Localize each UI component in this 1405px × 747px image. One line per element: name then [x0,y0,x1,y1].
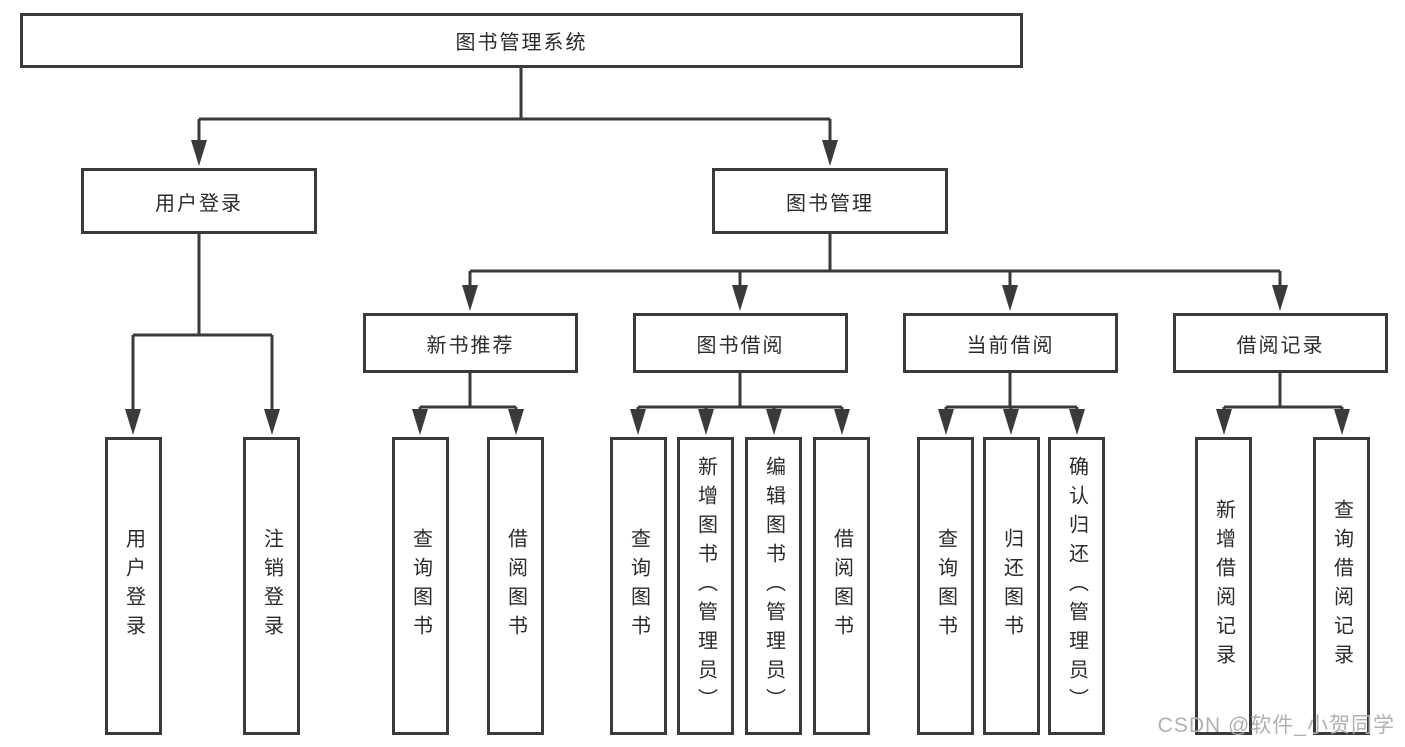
node-root: 图书管理系统 [20,13,1023,68]
leaf-bb-query-book: 查询图书 [610,437,667,735]
leaf-cb-query-book-label: 查询图书 [934,528,957,644]
leaf-cb-return-book-label: 归还图书 [1000,528,1023,644]
arrowhead-current-borrow [1002,285,1018,311]
leaf-rec-query-book-label: 查询图书 [409,528,432,644]
arrowhead-user-login [191,140,207,166]
arrowhead-new-book-rec [462,285,478,311]
leaf-rec-borrow-book: 借阅图书 [487,437,544,735]
leaf-cb-query-book: 查询图书 [917,437,974,735]
leaf-cb-confirm-return-label: 确认归还（管理员） [1065,455,1088,717]
leaf-bb-add-book: 新增图书（管理员） [677,437,734,735]
leaf-bb-borrow-book-label: 借阅图书 [830,528,853,644]
leaf-br-add-record: 新增借阅记录 [1195,437,1252,735]
arrowhead-cb-confirm-return [1069,409,1085,435]
node-new-book-recommend-label: 新书推荐 [426,334,515,357]
leaf-bb-borrow-book: 借阅图书 [813,437,870,735]
connector-newbookrec-to-leaves [418,373,518,414]
arrowhead-book-mgmt [822,140,838,166]
node-current-borrow: 当前借阅 [903,313,1118,373]
leaf-br-query-record: 查询借阅记录 [1313,437,1370,735]
leaf-bb-add-book-label: 新增图书（管理员） [694,455,717,717]
arrowhead-book-borrow [732,285,748,311]
leaf-rec-borrow-book-label: 借阅图书 [504,528,527,644]
connector-userlogin-to-leaves [131,234,274,415]
node-book-management-label: 图书管理 [786,192,874,215]
connector-root-to-level2 [197,66,832,146]
arrowhead-cb-query-book [938,409,954,435]
node-borrow-records: 借阅记录 [1173,313,1388,373]
node-current-borrow-label: 当前借阅 [966,334,1055,357]
leaf-user-login-label: 用户登录 [122,528,145,644]
node-book-borrow: 图书借阅 [633,313,848,373]
arrowhead-borrow-records [1272,285,1288,311]
node-user-login: 用户登录 [81,168,317,234]
watermark: CSDN @软件_小贺同学 [1157,714,1395,737]
node-new-book-recommend: 新书推荐 [363,313,578,373]
connector-borrowrecords-to-leaves [1222,373,1344,414]
leaf-bb-edit-book: 编辑图书（管理员） [745,437,802,735]
leaf-user-login: 用户登录 [105,437,162,735]
connector-bookmgmt-to-level3 [468,234,1282,292]
leaf-logout-label: 注销登录 [260,528,283,644]
arrowhead-rec-borrow-book [508,409,524,435]
arrowhead-br-add-record [1216,409,1232,435]
connector-currentborrow-to-leaves [944,373,1079,414]
leaf-cb-confirm-return: 确认归还（管理员） [1048,437,1105,735]
arrowhead-leaf-logout [264,409,280,435]
node-book-management: 图书管理 [712,168,948,234]
arrowhead-leaf-user-login [125,409,141,435]
leaf-br-query-record-label: 查询借阅记录 [1330,499,1353,673]
connector-bookborrow-to-leaves [636,373,844,414]
arrowhead-br-query-record [1334,409,1350,435]
leaf-rec-query-book: 查询图书 [392,437,449,735]
arrowhead-cb-return-book [1003,409,1019,435]
node-book-borrow-label: 图书借阅 [696,334,785,357]
node-borrow-records-label: 借阅记录 [1236,334,1325,357]
node-root-label: 图书管理系统 [455,32,588,54]
arrowhead-bb-edit-book [766,409,782,435]
arrowhead-bb-query-book [630,409,646,435]
arrowhead-rec-query-book [412,409,428,435]
leaf-logout: 注销登录 [243,437,300,735]
arrowhead-bb-add-book [698,409,714,435]
arrowhead-bb-borrow-book [834,409,850,435]
leaf-br-add-record-label: 新增借阅记录 [1212,499,1235,673]
leaf-bb-query-book-label: 查询图书 [627,528,650,644]
leaf-bb-edit-book-label: 编辑图书（管理员） [762,455,785,717]
leaf-cb-return-book: 归还图书 [983,437,1040,735]
node-user-login-label: 用户登录 [155,192,243,215]
